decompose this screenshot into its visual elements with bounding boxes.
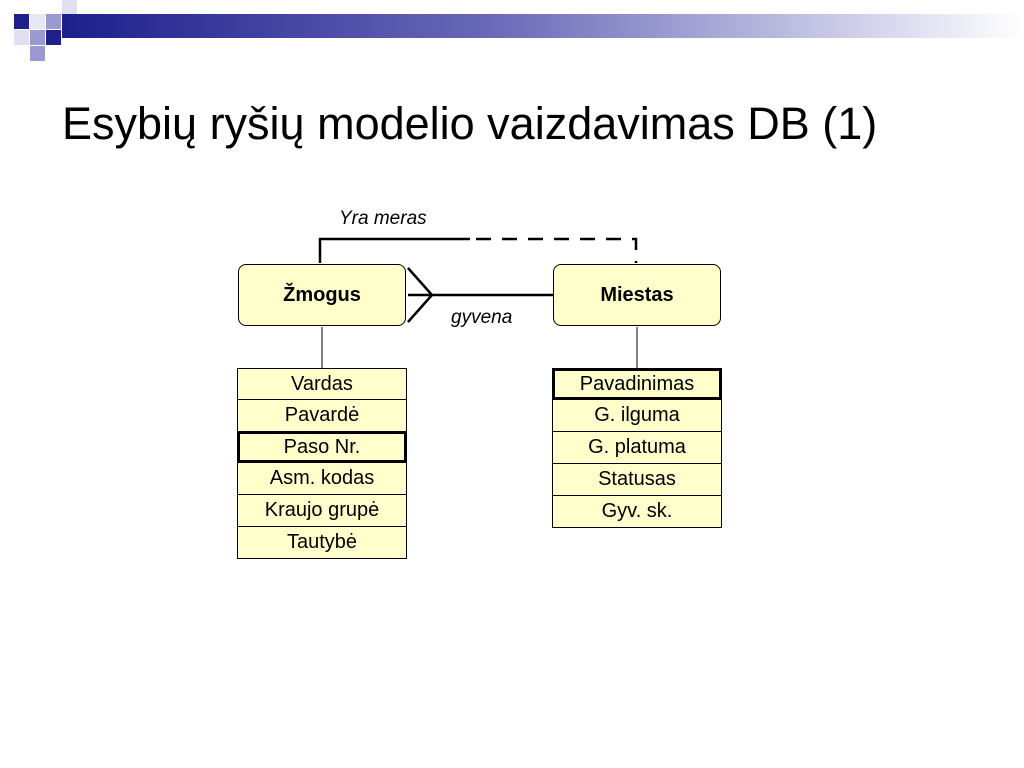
deco-square — [30, 30, 45, 45]
attribute-pavarde: Pavardė — [237, 400, 407, 432]
deco-square — [30, 14, 45, 29]
attribute-gyv-sk: Gyv. sk. — [552, 496, 722, 528]
slide-title: Esybių ryšių modelio vaizdavimas DB (1) — [62, 98, 878, 149]
crowfoot-many-icon — [407, 267, 434, 323]
attribute-tautybe: Tautybė — [237, 527, 407, 559]
title-accent-bar — [62, 14, 1024, 38]
rel-yra-meras-dashed — [476, 237, 638, 263]
attribute-pavadinimas-key: Pavadinimas — [552, 368, 722, 400]
corner-decoration — [0, 0, 80, 64]
deco-square — [62, 0, 77, 15]
attribute-g-platuma: G. platuma — [552, 432, 722, 464]
deco-square — [30, 46, 45, 61]
deco-square — [14, 14, 29, 29]
attribute-asm-kodas: Asm. kodas — [237, 463, 407, 495]
miestas-attribute-list: Pavadinimas G. ilguma G. platuma Statusa… — [552, 368, 722, 528]
deco-square — [14, 30, 29, 45]
rel-yra-meras-solid — [318, 237, 470, 263]
rel-label-yra-meras: Yra meras — [339, 208, 427, 229]
attribute-vardas: Vardas — [237, 368, 407, 400]
attribute-paso-nr-key: Paso Nr. — [237, 431, 407, 463]
rel-label-gyvena: gyvena — [451, 307, 513, 328]
entity-zmogus[interactable]: Žmogus — [238, 264, 406, 326]
attribute-g-ilguma: G. ilguma — [552, 400, 722, 432]
deco-square — [46, 30, 61, 45]
deco-square — [46, 14, 61, 29]
attribute-statusas: Statusas — [552, 464, 722, 496]
zmogus-attribute-list: Vardas Pavardė Paso Nr. Asm. kodas Krauj… — [237, 368, 407, 559]
attribute-kraujo-grupe: Kraujo grupė — [237, 495, 407, 527]
entity-miestas[interactable]: Miestas — [553, 264, 721, 326]
